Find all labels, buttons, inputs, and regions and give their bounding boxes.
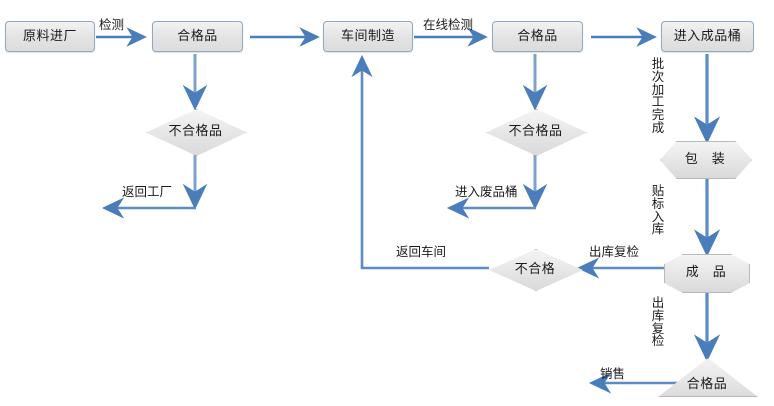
edge-label-online-inspection: 在线检测 (423, 17, 474, 32)
edge-label-sales: 销售 (600, 366, 626, 381)
node-workshop[interactable]: 车间制造 (323, 21, 413, 52)
node-label: 不合格品 (168, 124, 223, 139)
node-label: 合格品 (686, 377, 728, 392)
edge-label-return-factory: 返回工厂 (122, 184, 173, 199)
node-finished-goods[interactable]: 成 品 (664, 254, 750, 293)
node-label: 成 品 (685, 265, 727, 280)
edge-label-batch-complete: 批次加工完成 (651, 56, 665, 135)
node-reject-outbound[interactable]: 不合格 (489, 249, 583, 291)
node-label: 不合格品 (508, 124, 563, 139)
edge-label-waste-barrel: 进入废品桶 (455, 184, 518, 199)
node-raw-material[interactable]: 原料进厂 (5, 21, 95, 52)
node-label: 车间制造 (340, 29, 395, 44)
node-label: 原料进厂 (22, 29, 77, 44)
node-pass2[interactable]: 合格品 (492, 21, 583, 52)
node-fail1[interactable]: 不合格品 (146, 109, 247, 156)
node-label: 合格品 (177, 29, 218, 44)
edge-label-outbound-recheck-h: 出库复检 (589, 244, 640, 259)
node-label: 合格品 (517, 29, 558, 44)
edge-label-outbound-recheck-v: 出库复检 (651, 295, 665, 349)
node-fail2[interactable]: 不合格品 (486, 109, 587, 156)
connector-return-workshop (351, 54, 489, 270)
node-label: 包 装 (684, 151, 726, 167)
node-label: 进入成品桶 (673, 29, 742, 44)
edge-label-label-and-store: 贴标入库 (651, 183, 665, 237)
node-pass1[interactable]: 合格品 (152, 21, 243, 52)
edge-label-inspection: 检测 (99, 17, 125, 32)
node-label: 不合格 (514, 261, 556, 277)
node-package[interactable]: 包 装 (660, 141, 752, 179)
node-finished-barrel[interactable]: 进入成品桶 (661, 21, 754, 52)
hexagon-shape (660, 141, 752, 179)
node-qualified-final[interactable]: 合格品 (658, 358, 758, 397)
edge-label-return-workshop: 返回车间 (396, 244, 447, 259)
